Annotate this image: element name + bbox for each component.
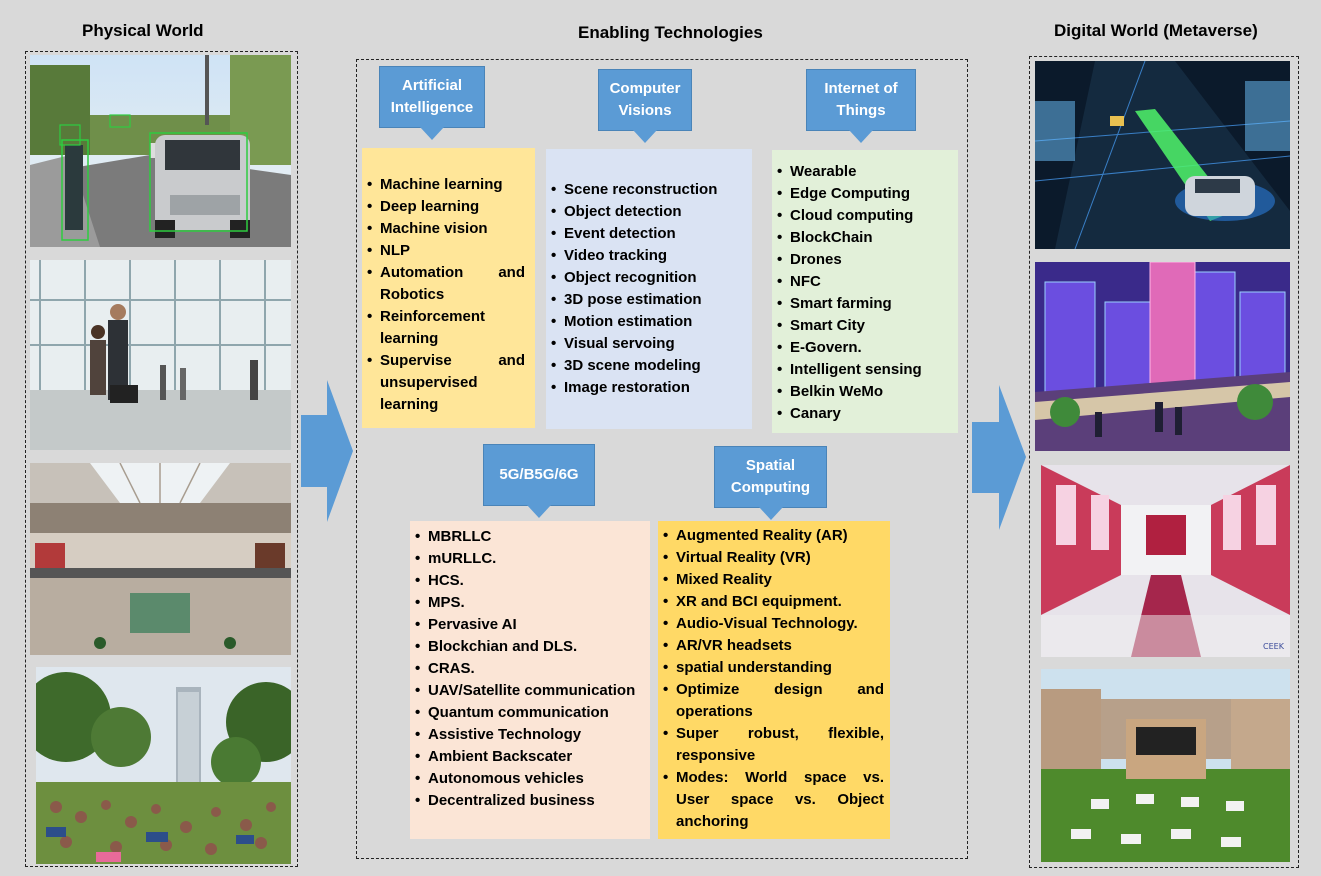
iot-list-item: Wearable — [776, 161, 948, 183]
ceek-watermark: CEEK — [1263, 642, 1285, 651]
callout-spatial-computing: Spatial Computing — [714, 446, 827, 520]
iot-list-item: NFC — [776, 271, 948, 293]
spatial-list-item: Augmented Reality (AR) — [662, 525, 884, 547]
callout-computer-visions: Computer Visions — [598, 69, 692, 143]
virtual-road-car-render — [1035, 61, 1290, 249]
virtual-city-render — [1035, 262, 1290, 451]
iot-list-item: Belkin WeMo — [776, 381, 948, 403]
ai-topics-box: Machine learningDeep learningMachine vis… — [362, 148, 535, 428]
g5-list-item: mURLLC. — [414, 548, 640, 570]
g5-list-item: MPS. — [414, 592, 640, 614]
spatial-topics-box: Augmented Reality (AR)Virtual Reality (V… — [658, 521, 890, 839]
ai-list-item: Automation and Robotics — [366, 262, 525, 306]
g5-list-item: Quantum communication — [414, 702, 640, 724]
spatial-list-item: Mixed Reality — [662, 569, 884, 591]
airport-walkway-photo — [30, 260, 291, 450]
iot-list-item: Drones — [776, 249, 948, 271]
cv-list-item: Visual servoing — [550, 333, 742, 355]
right-arrow-icon — [301, 380, 353, 522]
g5-list-item: UAV/Satellite communication — [414, 680, 640, 702]
iot-list-item: E-Govern. — [776, 337, 948, 359]
virtual-garden-event-render — [1041, 669, 1290, 862]
physical-world-title: Physical World — [82, 21, 204, 40]
ai-list-item: NLP — [366, 240, 525, 262]
enabling-technologies-title: Enabling Technologies — [578, 23, 763, 42]
g5-list-item: Assistive Technology — [414, 724, 640, 746]
callout-artificial-intelligence: Artificial Intelligence — [379, 66, 485, 140]
callout-label: Artificial Intelligence — [390, 77, 474, 116]
g5-list-item: CRAS. — [414, 658, 640, 680]
iot-list-item: Smart farming — [776, 293, 948, 315]
physical-world-frame — [25, 51, 298, 867]
g5-list-item: Pervasive AI — [414, 614, 640, 636]
ai-list-item: Machine learning — [366, 174, 525, 196]
g5-list-item: Autonomous vehicles — [414, 768, 640, 790]
spatial-list-item: Modes: World space vs. User space vs. Ob… — [662, 767, 884, 833]
spatial-list-item: Audio-Visual Technology. — [662, 613, 884, 635]
callout-label: Computer Visions — [609, 80, 681, 119]
cv-list-item: Motion estimation — [550, 311, 742, 333]
virtual-fashion-mall-render: CEEK — [1041, 465, 1290, 657]
spatial-list-item: Optimize design and operations — [662, 679, 884, 723]
callout-label: Internet of Things — [824, 80, 898, 119]
iot-list-item: Canary — [776, 403, 948, 425]
cv-list-item: Image restoration — [550, 377, 742, 399]
cv-list-item: 3D scene modeling — [550, 355, 742, 377]
right-arrow-icon — [972, 385, 1026, 530]
park-crowd-photo — [36, 667, 291, 864]
iot-topics-box: WearableEdge ComputingCloud computingBlo… — [772, 150, 958, 433]
spatial-list-item: Super robust, flexible, responsive — [662, 723, 884, 767]
spatial-list-item: spatial understanding — [662, 657, 884, 679]
g5-list-item: Ambient Backscater — [414, 746, 640, 768]
callout-internet-of-things: Internet of Things — [806, 69, 916, 143]
callout-label: 5G/B5G/6G — [499, 466, 579, 484]
g5-list-item: Decentralized business — [414, 790, 640, 812]
iot-list-item: Smart City — [776, 315, 948, 337]
digital-world-frame — [1029, 56, 1299, 868]
ai-list-item: Deep learning — [366, 196, 525, 218]
callout-label: Spatial Computing — [730, 457, 811, 496]
spatial-list-item: AR/VR headsets — [662, 635, 884, 657]
ai-list-item: Machine vision — [366, 218, 525, 240]
cv-list-item: Object detection — [550, 201, 742, 223]
enabling-technologies-frame — [356, 59, 968, 859]
cv-topics-box: Scene reconstructionObject detectionEven… — [546, 149, 752, 429]
g5-list-item: Blockchian and DLS. — [414, 636, 640, 658]
iot-list-item: Intelligent sensing — [776, 359, 948, 381]
cv-list-item: Video tracking — [550, 245, 742, 267]
ai-list-item: Supervise and unsupervised learning — [366, 350, 525, 416]
spatial-list-item: XR and BCI equipment. — [662, 591, 884, 613]
g5-list-item: HCS. — [414, 570, 640, 592]
5g-topics-box: MBRLLCmURLLC.HCS.MPS.Pervasive AIBlockch… — [410, 521, 650, 839]
street-detection-photo — [30, 55, 291, 247]
digital-world-title: Digital World (Metaverse) — [1054, 21, 1258, 40]
iot-list-item: BlockChain — [776, 227, 948, 249]
cv-list-item: Event detection — [550, 223, 742, 245]
cv-list-item: 3D pose estimation — [550, 289, 742, 311]
shopping-mall-photo — [30, 463, 291, 655]
cv-list-item: Scene reconstruction — [550, 179, 742, 201]
iot-list-item: Edge Computing — [776, 183, 948, 205]
g5-list-item: MBRLLC — [414, 526, 640, 548]
spatial-list-item: Virtual Reality (VR) — [662, 547, 884, 569]
cv-list-item: Object recognition — [550, 267, 742, 289]
ai-list-item: Reinforcement learning — [366, 306, 525, 350]
iot-list-item: Cloud computing — [776, 205, 948, 227]
callout-5g-b5g-6g: 5G/B5G/6G — [483, 444, 595, 518]
